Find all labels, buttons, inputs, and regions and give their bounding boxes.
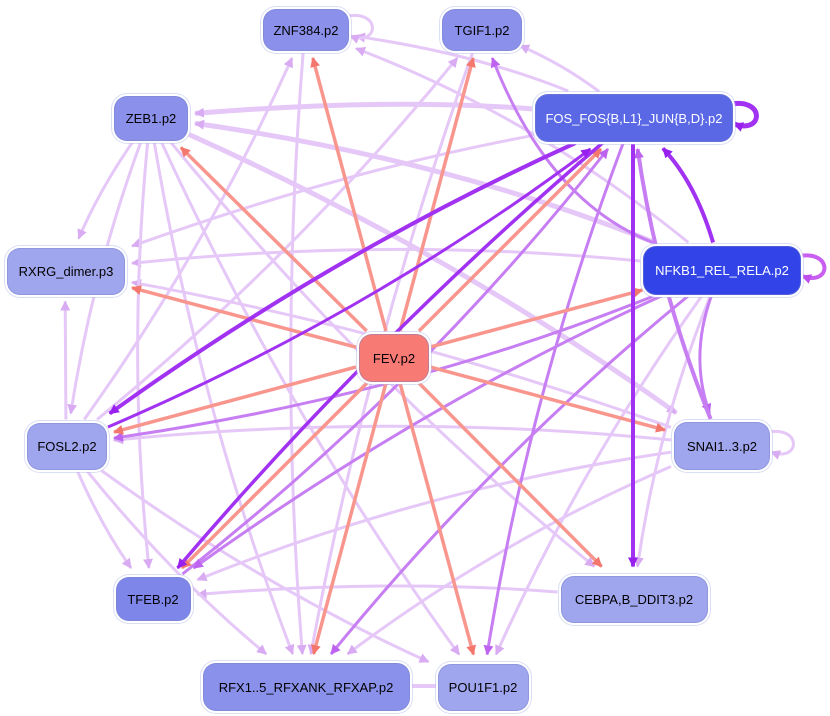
edge-FOS-ZEB1[interactable] [194, 101, 533, 118]
edge-NFKB1-SNAI[interactable] [698, 294, 713, 414]
node-label: POU1F1.p2 [448, 679, 518, 695]
edge-FEV-ZNF384[interactable] [310, 57, 388, 332]
edge-FEV-RXRG[interactable] [131, 285, 357, 349]
edge-FEV-ZEB1[interactable] [179, 146, 368, 333]
node-label: SNAI1..3.p2 [686, 438, 758, 454]
edge-CEBPA-TFEB[interactable] [196, 584, 558, 599]
edge-FOSL2-FOS[interactable] [107, 147, 592, 429]
node-label: ZNF384.p2 [273, 22, 339, 38]
edge-FEV-TGIF1[interactable] [398, 57, 476, 332]
self-loop-SNAI[interactable] [763, 429, 795, 460]
edge-FOS-TGIF1[interactable] [519, 44, 600, 93]
edge-SNAI-FOSL2[interactable] [113, 424, 672, 445]
edge-FEV-POU1F1[interactable] [398, 382, 476, 656]
node-label: ZEB1.p2 [125, 110, 177, 126]
node-FEV[interactable]: FEV.p2 [359, 334, 429, 382]
node-POU1F1[interactable]: POU1F1.p2 [437, 663, 529, 711]
node-CEBPA[interactable]: CEBPA,B_DDIT3.p2 [560, 575, 708, 623]
edge-FEV-CEBPA[interactable] [417, 381, 603, 568]
node-label: CEBPA,B_DDIT3.p2 [574, 591, 694, 607]
edge-FOSL2-ZNF384[interactable] [82, 57, 294, 421]
node-label: NFKB1_REL_RELA.p2 [655, 262, 789, 278]
edge-FOS-FOSL2[interactable] [108, 141, 577, 416]
self-loop-NFKB1[interactable] [794, 253, 827, 284]
node-ZEB1[interactable]: ZEB1.p2 [114, 95, 188, 141]
edge-NFKB1-TGIF1[interactable] [490, 57, 654, 244]
edge-NFKB1-TFEB[interactable] [192, 294, 664, 570]
edge-FEV-FOSL2[interactable] [113, 365, 357, 435]
node-label: RFX1..5_RFXANK_RFXAP.p2 [218, 679, 394, 695]
edge-FOSL2-RXRG[interactable] [60, 300, 71, 420]
node-ZNF384[interactable]: ZNF384.p2 [263, 9, 349, 51]
node-label: FOS_FOS{B,L1}_JUN{B,D}.p2 [545, 110, 723, 126]
edge-FEV-RFX[interactable] [311, 382, 388, 655]
node-label: RXRG_dimer.p3 [18, 263, 114, 279]
node-NFKB1[interactable]: NFKB1_REL_RELA.p2 [643, 245, 801, 295]
edge-FOS-RXRG[interactable] [131, 134, 533, 248]
node-label: FEV.p2 [372, 350, 416, 366]
edge-FEV-SNAI[interactable] [429, 365, 666, 433]
edge-FOSL2-RFX[interactable] [85, 469, 268, 656]
edge-NFKB1-RXRG[interactable] [131, 247, 641, 268]
edge-SNAI-RFX[interactable] [346, 465, 672, 656]
node-RFX[interactable]: RFX1..5_RFXANK_RFXAP.p2 [202, 663, 410, 711]
edge-NFKB1-FOS[interactable] [661, 147, 716, 244]
node-label: TGIF1.p2 [454, 22, 510, 38]
edge-ZEB1-RXRG[interactable] [77, 140, 135, 240]
edge-ZEB1-SNAI[interactable] [187, 132, 678, 416]
edge-FOSL2-POU1F1[interactable] [100, 469, 430, 664]
node-RXRG[interactable]: RXRG_dimer.p3 [7, 247, 125, 295]
edge-ZEB1-POU1F1[interactable] [159, 140, 461, 656]
edge-ZNF384-RFX[interactable] [289, 51, 307, 655]
edge-ZEB1-RFX[interactable] [152, 141, 295, 655]
node-TFEB[interactable]: TFEB.p2 [115, 577, 191, 621]
node-SNAI[interactable]: SNAI1..3.p2 [674, 422, 770, 470]
node-FOS[interactable]: FOS_FOS{B,L1}_JUN{B,D}.p2 [535, 94, 733, 142]
edge-ZEB1-TFEB[interactable] [136, 141, 153, 569]
edge-NFKB1-POU1F1[interactable] [494, 294, 704, 656]
edge-FOSL2-TGIF1[interactable] [96, 57, 459, 421]
edge-FEV-NFKB1[interactable] [429, 287, 644, 349]
node-FOSL2[interactable]: FOSL2.p2 [27, 422, 107, 470]
edge-FEV-TFEB[interactable] [180, 381, 369, 570]
node-label: FOSL2.p2 [37, 438, 97, 454]
self-loop-ZNF384[interactable] [342, 13, 374, 44]
edge-FOSL2-TFEB[interactable] [75, 469, 133, 569]
edge-FEV-FOS[interactable] [417, 147, 603, 333]
self-loop-FOS[interactable] [726, 100, 759, 132]
node-TGIF1[interactable]: TGIF1.p2 [442, 9, 522, 51]
node-label: TFEB.p2 [127, 591, 179, 607]
